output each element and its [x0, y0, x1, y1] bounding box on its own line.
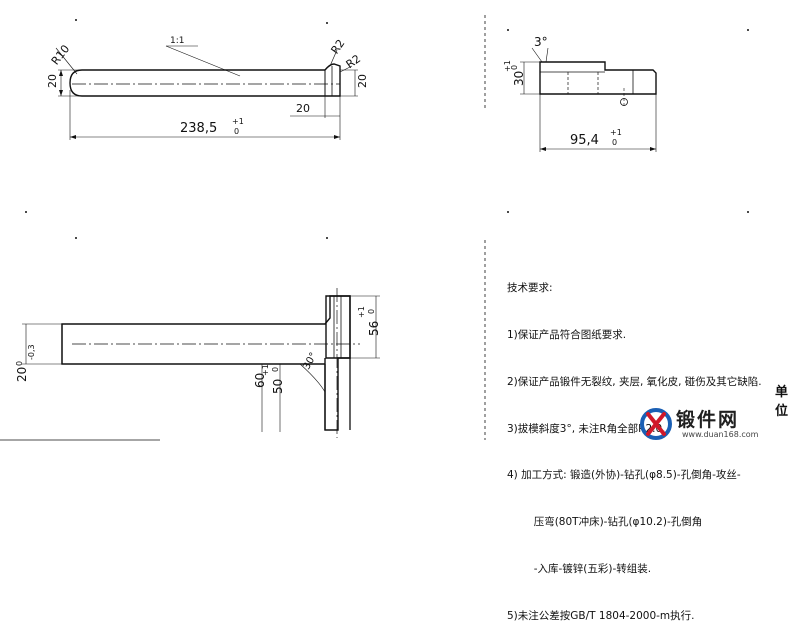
top-dim-length-tol-lower: 0	[234, 127, 239, 136]
top-dim-length-tol-upper: +1	[232, 117, 244, 126]
side-dim-height-tol-upper: +1	[503, 60, 512, 72]
top-dim-end-height: 20	[356, 74, 369, 88]
logo-name: 锻件网	[676, 409, 740, 431]
site-logo[interactable]: 锻件网 www.duan168.com	[636, 404, 800, 446]
bottom-dim-thickness-tol-upper: 0	[15, 361, 24, 366]
side-profile	[539, 61, 657, 95]
bottom-view	[22, 288, 380, 438]
tech-item: 压弯(80T冲床)-钻孔(φ10.2)-孔倒角	[507, 516, 703, 529]
bottom-dim-head-height: 56	[367, 321, 381, 336]
side-view	[520, 47, 657, 152]
bottom-dim-stem-inner-tol-upper: +1	[261, 364, 270, 376]
bottom-dim-thickness: 20	[15, 367, 29, 382]
bottom-dim-head-tol-upper: +1	[357, 306, 366, 318]
tech-item: 4) 加工方式: 锻造(外协)-钻孔(φ8.5)-孔倒角-攻丝-	[507, 469, 741, 482]
top-dim-length: 238,5	[180, 121, 217, 136]
tech-item: 1)保证产品符合图纸要求.	[507, 328, 627, 341]
top-view	[55, 45, 358, 140]
unit-label: 单位	[775, 385, 789, 419]
forging-logo-icon	[640, 408, 672, 440]
engineering-drawing: R10 1:1 20 R2 R2 20 20 238,5 +1 0 3° 30 …	[0, 15, 749, 441]
bottom-dim-stem-outer: 60	[253, 373, 267, 388]
side-dim-length-tol-lower: 0	[612, 138, 617, 147]
bottom-angle: 30°	[301, 351, 319, 372]
side-dim-length: 95,4	[570, 133, 599, 148]
top-dim-end-width: 20	[296, 102, 310, 115]
side-dim-length-tol-upper: +1	[610, 128, 622, 137]
drawing-dots	[25, 19, 749, 239]
top-section-label: 1:1	[170, 36, 184, 46]
bottom-dim-head-tol-lower: 0	[367, 309, 376, 314]
side-angle: 3°	[534, 35, 548, 49]
side-dim-height-tol-lower: 0	[510, 65, 519, 70]
tech-item: -入库-镀锌(五彩)-转组装.	[507, 562, 652, 575]
top-dim-radius-right-top: R2	[328, 37, 347, 56]
top-bar-outline	[69, 63, 341, 97]
side-dim-height: 30	[512, 71, 526, 86]
top-dim-radius-right-side: R2	[344, 52, 363, 71]
tech-item: 2)保证产品锻件无裂纹, 夹层, 氧化皮, 碰伤及其它缺陷.	[507, 375, 762, 388]
bottom-dim-thickness-tol-lower: -0,3	[27, 344, 36, 360]
logo-url: www.duan168.com	[682, 430, 759, 439]
bottom-dim-stem-inner: 50	[271, 379, 285, 394]
tech-item: 5)未注公差按GB/T 1804-2000-m执行.	[507, 609, 695, 622]
top-dim-height: 20	[46, 74, 59, 88]
bottom-dim-stem-inner-tol-lower: 0	[271, 367, 280, 372]
tech-title: 技术要求:	[507, 282, 553, 295]
